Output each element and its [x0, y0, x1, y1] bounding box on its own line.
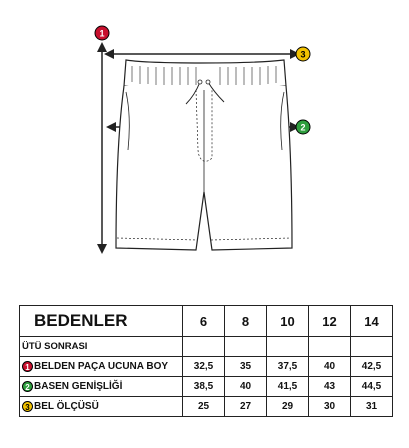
table-cell: 43 — [308, 376, 351, 397]
size-header-8: 8 — [224, 305, 267, 337]
table-cell: 27 — [224, 396, 267, 417]
marker-1-number: 1 — [99, 29, 104, 39]
row-label-text: BELDEN PAÇA UCUNA BOY — [34, 361, 169, 373]
table-cell: 40 — [308, 356, 351, 377]
row-label-text: BEL ÖLÇÜSÜ — [34, 401, 99, 413]
table-cell: 30 — [308, 396, 351, 417]
marker-3-badge-icon: 3 — [22, 400, 33, 412]
table-cell: 35 — [224, 356, 267, 377]
subheader-empty-cell — [224, 336, 267, 357]
size-header-row: BEDENLER 6 8 10 12 14 — [19, 305, 393, 337]
marker-2-badge-icon: 2 — [22, 380, 33, 392]
marker-1-badge-icon: 1 — [22, 360, 33, 372]
subheader-label: ÜTÜ SONRASI — [19, 336, 183, 357]
subheader-empty-cell — [182, 336, 225, 357]
table-cell: 41,5 — [266, 376, 309, 397]
marker-2-number: 2 — [300, 123, 305, 133]
marker-2-badge: 2 — [295, 119, 311, 135]
table-cell: 38,5 — [182, 376, 225, 397]
subheader-empty-cell — [266, 336, 309, 357]
table-cell: 37,5 — [266, 356, 309, 377]
table-cell: 40 — [224, 376, 267, 397]
subheader-empty-cell — [308, 336, 351, 357]
shorts-measurement-illustration: 1 3 2 — [94, 25, 311, 254]
marker-3-number: 3 — [300, 50, 305, 60]
size-header-14: 14 — [350, 305, 393, 337]
table-cell: 31 — [350, 396, 393, 417]
row-label-text: BASEN GENİŞLİĞİ — [34, 381, 123, 393]
size-header-12: 12 — [308, 305, 351, 337]
table-cell: 29 — [266, 396, 309, 417]
table-cell: 25 — [182, 396, 225, 417]
marker-1-badge: 1 — [94, 25, 110, 41]
subheader-row: ÜTÜ SONRASI — [19, 336, 393, 357]
table-cell: 32,5 — [182, 356, 225, 377]
table-cell: 42,5 — [350, 356, 393, 377]
waist-arrow — [104, 49, 300, 59]
length-arrow — [97, 42, 107, 254]
subheader-empty-cell — [350, 336, 393, 357]
size-header-6: 6 — [182, 305, 225, 337]
size-header-10: 10 — [266, 305, 309, 337]
shorts-drawing — [115, 59, 293, 251]
table-cell: 44,5 — [350, 376, 393, 397]
size-header-title: BEDENLER — [19, 305, 183, 337]
marker-3-badge: 3 — [295, 46, 311, 62]
